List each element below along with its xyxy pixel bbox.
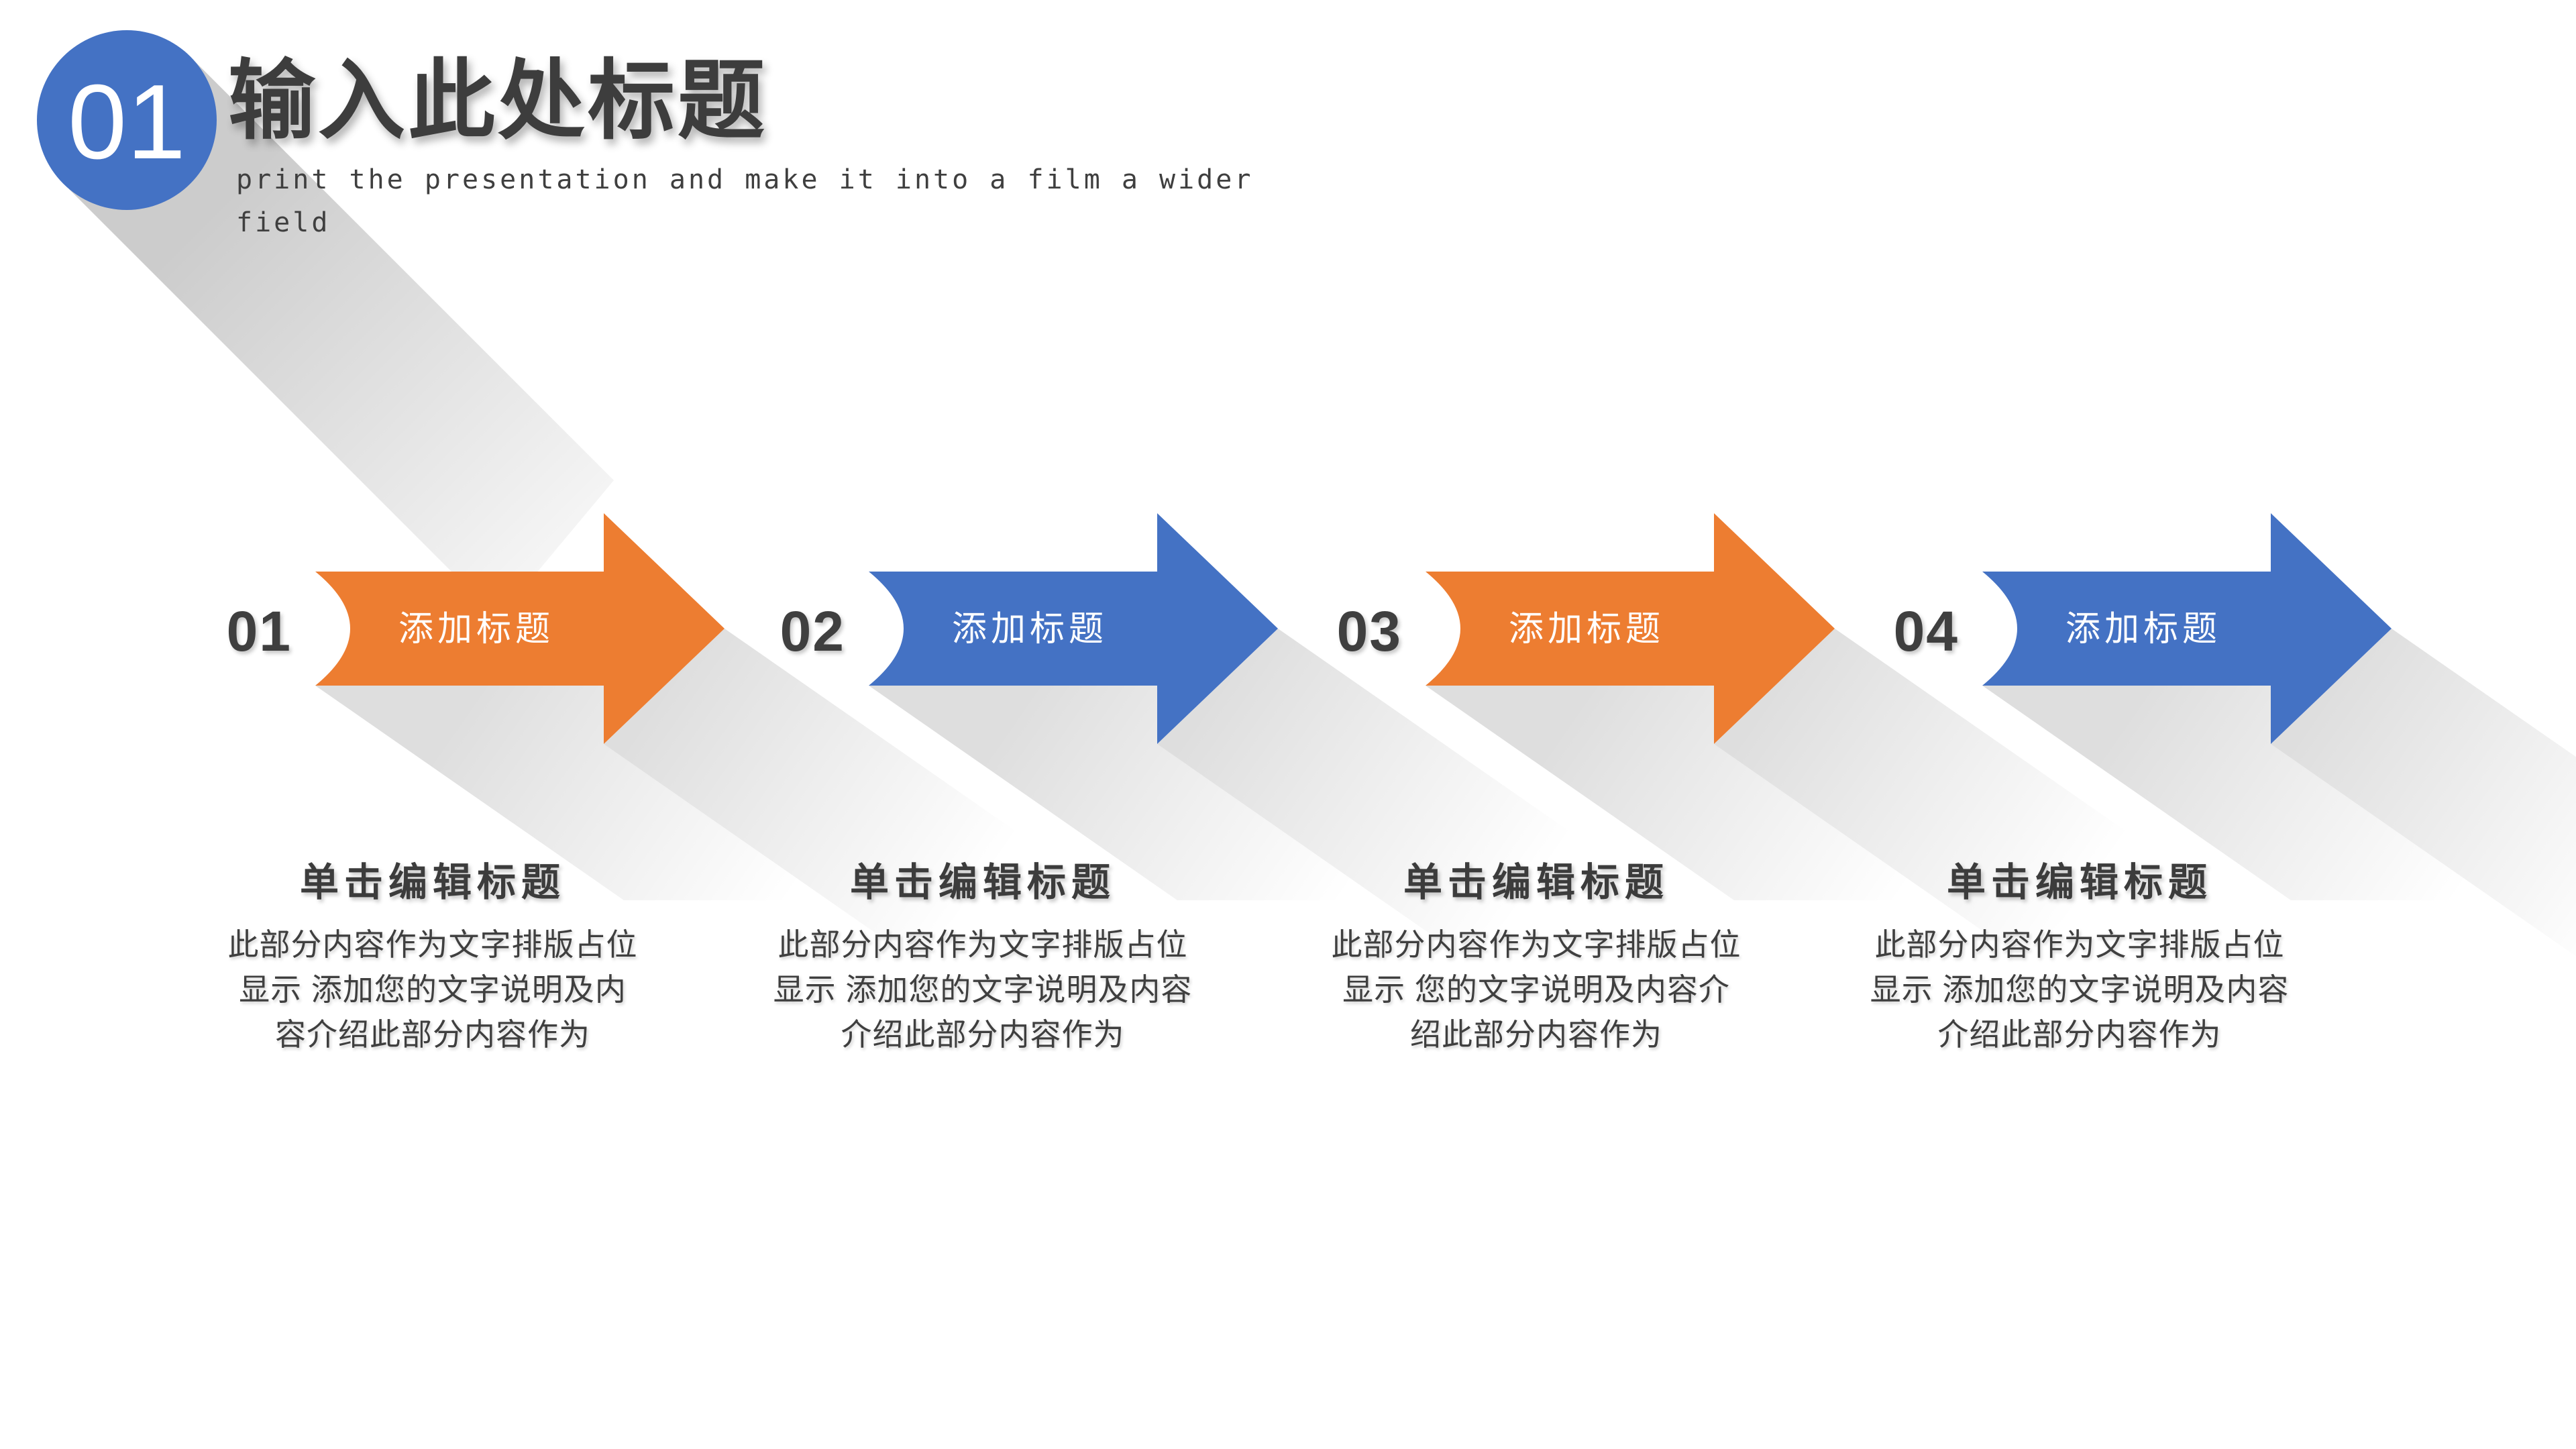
body-line: 此部分内容作为文字排版占位 [777,927,1188,962]
badge-circle [37,30,217,210]
badge-number: 01 [68,63,186,181]
step-1-body: 此部分内容作为文字排版占位 显示 添加您的文字说明及内 容介绍此部分内容作为 [178,922,688,1057]
slide-subtitle: print the presentation and make it into … [236,158,1377,244]
step-2-heading: 单击编辑标题 [849,861,1116,904]
body-line: 介绍此部分内容作为 [1937,1017,2222,1052]
arrow-head-shadow [1714,629,2143,959]
step-4-number: 04 [1893,600,1959,663]
step-4-arrow: 添加标题 [1982,513,2576,957]
arrow-shape [1426,513,1835,744]
body-line: 显示 添加您的文字说明及内 [239,972,627,1007]
step-4-heading: 单击编辑标题 [1946,861,2212,904]
body-line: 显示 添加您的文字说明及内容 [773,972,1193,1007]
step-3-number: 03 [1336,600,1402,663]
step-3-heading: 单击编辑标题 [1403,861,1669,904]
body-line: 显示 添加您的文字说明及内容 [1870,972,2290,1007]
section-badge: 01 [37,30,614,619]
arrow-body-shadow [1426,686,2023,959]
badge-long-shadow [69,51,614,619]
arrow-body-shadow [1982,686,2576,957]
arrow-shape [315,513,724,744]
body-line: 绍此部分内容作为 [1410,1017,1662,1052]
arrow-shape [1982,513,2392,744]
arrow-head-shadow [2271,629,2576,957]
body-line: 此部分内容作为文字排版占位 [1331,927,1741,962]
step-1-number: 01 [226,600,292,663]
arrow-label: 添加标题 [398,610,554,649]
step-2-body: 此部分内容作为文字排版占位 显示 添加您的文字说明及内容 介绍此部分内容作为 [728,922,1238,1057]
step-4-body: 此部分内容作为文字排版占位 显示 添加您的文字说明及内容 介绍此部分内容作为 [1825,922,2334,1057]
step-2-arrow: 添加标题 [869,513,1587,959]
arrow-label: 添加标题 [1509,610,1664,649]
step-1-heading: 单击编辑标题 [299,861,566,904]
arrow-body-shadow [315,686,912,959]
body-line: 显示 您的文字说明及内容介 [1342,972,1730,1007]
arrow-head-shadow [604,629,1033,959]
step-3-body: 此部分内容作为文字排版占位 显示 您的文字说明及内容介 绍此部分内容作为 [1281,922,1791,1057]
body-line: 此部分内容作为文字排版占位 [1874,927,2285,962]
subtitle-line-1: print the presentation and make it into … [236,164,1254,195]
arrow-body-shadow [869,686,1466,959]
body-line: 此部分内容作为文字排版占位 [227,927,638,962]
subtitle-line-2: field [236,207,331,238]
arrow-shape [869,513,1278,744]
step-1-arrow: 添加标题 [315,513,1033,959]
slide-title: 输入此处标题 [228,52,768,150]
step-3-arrow: 添加标题 [1426,513,2143,959]
body-line: 容介绍此部分内容作为 [275,1017,590,1052]
step-2-number: 02 [780,600,845,663]
arrow-label: 添加标题 [952,610,1108,649]
body-line: 介绍此部分内容作为 [841,1017,1125,1052]
arrow-head-shadow [1157,629,1587,959]
arrow-label: 添加标题 [2065,610,2221,649]
